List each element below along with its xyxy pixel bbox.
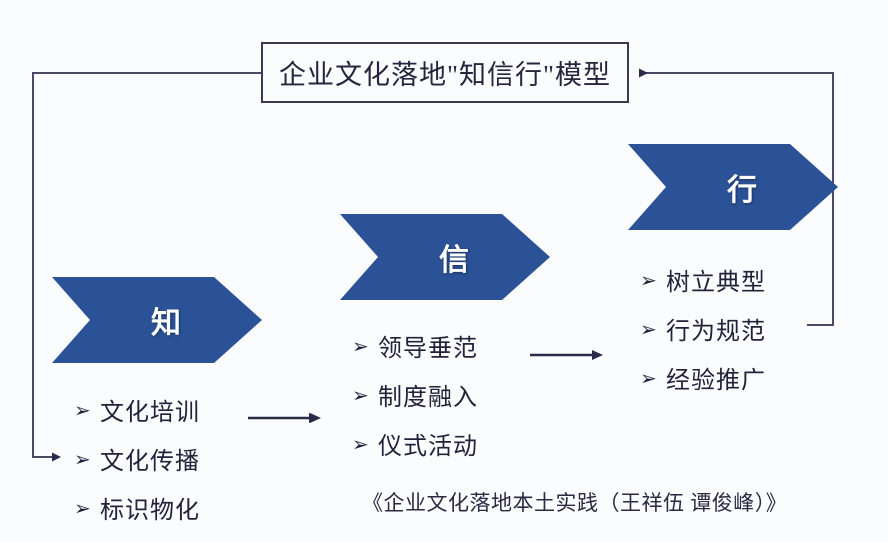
list-item-label: 标识物化	[100, 498, 200, 524]
list-item-label: 树立典型	[666, 270, 766, 296]
list-item: ➢ 标识物化	[74, 490, 200, 525]
stage-chevron-xing-label: 行	[727, 174, 757, 207]
list-item-label: 经验推广	[666, 368, 766, 394]
arrow-xin-to-xing	[530, 350, 603, 360]
stage-list-xing: ➢ 树立典型 ➢ 行为规范 ➢ 经验推广	[640, 262, 766, 409]
stage-list-zhi: ➢ 文化培训 ➢ 文化传播 ➢ 标识物化	[74, 392, 200, 539]
arrow-zhi-to-xin	[248, 413, 321, 423]
bullet-arrow-icon: ➢	[352, 431, 369, 456]
list-item: ➢ 文化传播	[74, 441, 200, 476]
list-item: ➢ 制度融入	[352, 377, 478, 412]
stage-chevron-xin: 信	[340, 214, 550, 300]
list-item-label: 领导垂范	[378, 336, 478, 362]
list-item-label: 制度融入	[378, 385, 478, 411]
stage-chevron-zhi-label: 知	[151, 307, 181, 340]
stage-chevron-xing: 行	[628, 144, 838, 230]
bullet-arrow-icon: ➢	[640, 365, 657, 390]
stage-list-xin: ➢ 领导垂范 ➢ 制度融入 ➢ 仪式活动	[352, 328, 478, 475]
bullet-arrow-icon: ➢	[640, 267, 657, 292]
bullet-arrow-icon: ➢	[352, 333, 369, 358]
list-item-label: 行为规范	[666, 319, 766, 345]
model-title-box: 企业文化落地"知信行"模型	[261, 42, 629, 103]
bullet-arrow-icon: ➢	[74, 495, 91, 520]
list-item: ➢ 经验推广	[640, 360, 766, 395]
source-caption: 《企业文化落地本土实践（王祥伍 谭俊峰）》	[362, 491, 788, 515]
stage-chevron-xin-label: 信	[439, 244, 469, 277]
list-item: ➢ 文化培训	[74, 392, 200, 427]
list-item-label: 文化培训	[100, 400, 200, 426]
list-item-label: 仪式活动	[378, 434, 478, 460]
bullet-arrow-icon: ➢	[74, 397, 91, 422]
bullet-arrow-icon: ➢	[640, 316, 657, 341]
stage-chevron-zhi: 知	[52, 277, 262, 363]
list-item: ➢ 行为规范	[640, 311, 766, 346]
bullet-arrow-icon: ➢	[74, 446, 91, 471]
bullet-arrow-icon: ➢	[352, 382, 369, 407]
list-item: ➢ 仪式活动	[352, 426, 478, 461]
model-title-text: 企业文化落地"知信行"模型	[278, 60, 612, 90]
list-item: ➢ 领导垂范	[352, 328, 478, 363]
list-item: ➢ 树立典型	[640, 262, 766, 297]
list-item-label: 文化传播	[100, 449, 200, 475]
